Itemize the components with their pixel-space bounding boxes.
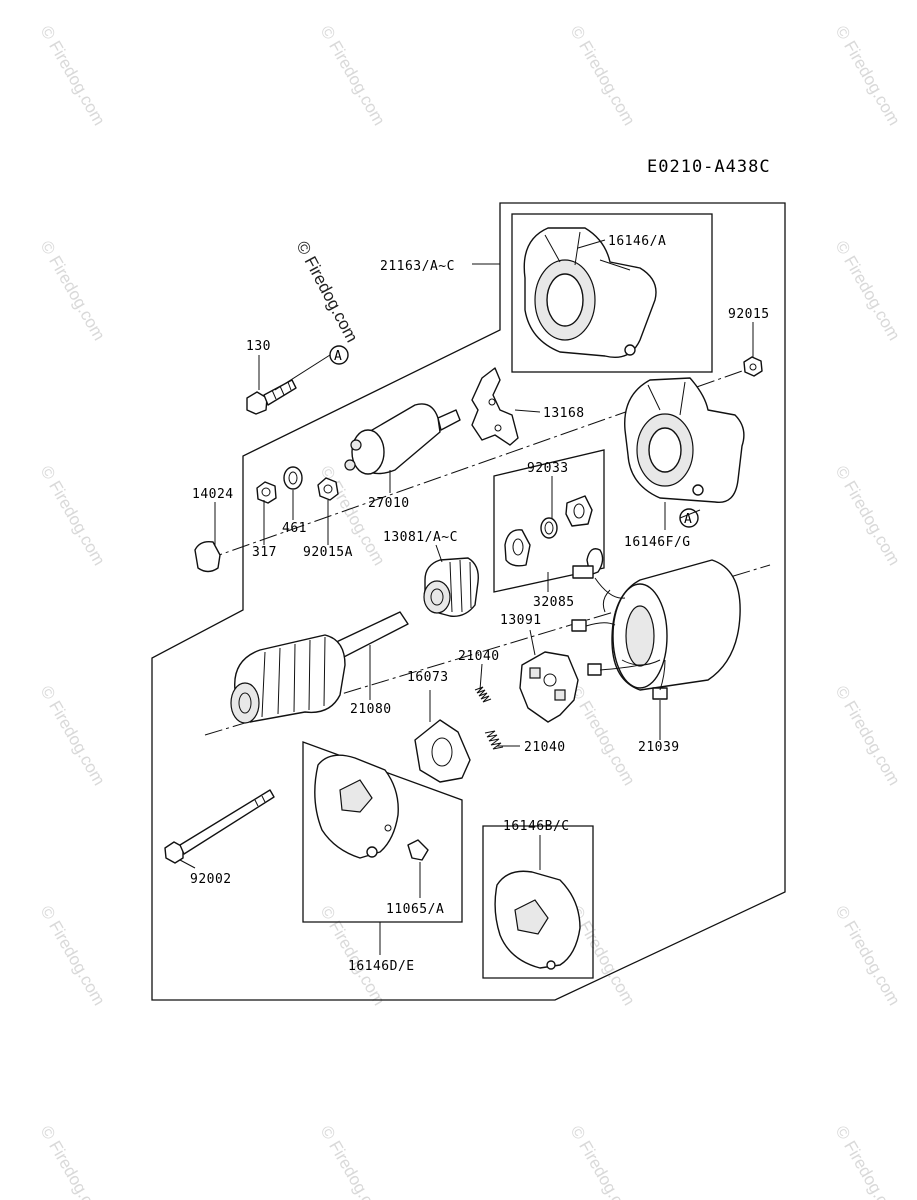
label-21039: 21039 (638, 740, 680, 755)
watermark-tile: © Firedog.com (37, 683, 109, 789)
label-461: 461 (282, 521, 307, 536)
bracket-drawing (314, 754, 399, 859)
part-labels: 21163/A~C 16146/A 92015 130 13168 14024 … (190, 234, 770, 974)
label-317: 317 (252, 545, 277, 560)
watermark-tile: © Firedog.com (832, 683, 904, 789)
watermark-main: © Firedog.com (292, 238, 361, 346)
label-16073: 16073 (407, 670, 449, 685)
inset-frame-gear-housing (511, 213, 713, 373)
watermark-tile: © Firedog.com (567, 1123, 639, 1200)
watermark-tile: © Firedog.com (317, 903, 389, 1009)
label-21163: 21163/A~C (380, 259, 455, 274)
label-13081: 13081/A~C (383, 530, 458, 545)
watermark-tile: © Firedog.com (832, 238, 904, 344)
end-cover-drawing (494, 870, 581, 970)
label-16146de: 16146D/E (348, 959, 415, 974)
diagram-code: E0210-A438C (647, 157, 771, 177)
spring-drawing (474, 686, 504, 750)
lever-drawing (471, 367, 519, 446)
watermark-tile: © Firedog.com (317, 1123, 389, 1200)
inset-frame-bearing-set (493, 449, 605, 593)
svg-text:A: A (334, 349, 342, 364)
bolt-drawing (246, 379, 297, 415)
label-92015: 92015 (728, 307, 770, 322)
watermark-tile: © Firedog.com (37, 903, 109, 1009)
label-130: 130 (246, 339, 271, 354)
armature-drawing (230, 611, 409, 724)
label-21040-top: 21040 (458, 649, 500, 664)
watermark-tile: © Firedog.com (832, 903, 904, 1009)
gear-housing-drawing (523, 227, 657, 358)
watermark-tiles: © Firedog.com © Firedog.com © Firedog.co… (37, 23, 904, 1200)
assembly-outline (151, 202, 786, 1001)
ref-mark-a: A (329, 345, 349, 365)
watermark-tile: © Firedog.com (832, 23, 904, 129)
watermark-tile: © Firedog.com (37, 463, 109, 569)
watermark-tile: © Firedog.com (37, 238, 109, 344)
svg-text:A: A (684, 512, 692, 527)
screw-drawing (407, 839, 429, 861)
label-13168: 13168 (543, 406, 585, 421)
bearing-set-drawing (504, 495, 593, 567)
nut-drawing (743, 356, 763, 377)
label-16146fg: 16146F/G (624, 535, 691, 550)
watermark-tile: © Firedog.com (567, 23, 639, 129)
watermark-tile: © Firedog.com (317, 23, 389, 129)
label-92002: 92002 (190, 872, 232, 887)
label-13091: 13091 (500, 613, 542, 628)
inset-frame-end-cover (482, 825, 594, 979)
watermark-tile: © Firedog.com (567, 683, 639, 789)
label-27010: 27010 (368, 496, 410, 511)
label-92033: 92033 (527, 461, 569, 476)
watermark-tile: © Firedog.com (832, 463, 904, 569)
yoke-drawing (571, 548, 741, 700)
label-92015a: 92015A (303, 545, 353, 560)
through-bolt-drawing (164, 789, 275, 864)
solenoid-drawing (344, 403, 461, 475)
plate-drawing (414, 719, 471, 783)
brush-holder-drawing (519, 651, 579, 723)
watermark-tile: © Firedog.com (37, 23, 109, 129)
housing-drawing (624, 377, 745, 504)
watermark-tile: © Firedog.com (832, 1123, 904, 1200)
label-11065: 11065/A (386, 902, 444, 917)
watermark-tile: © Firedog.com (37, 1123, 109, 1200)
small-parts-drawing (194, 466, 339, 573)
label-32085: 32085 (533, 595, 575, 610)
label-21080: 21080 (350, 702, 392, 717)
label-14024: 14024 (192, 487, 234, 502)
label-21040-bottom: 21040 (524, 740, 566, 755)
leader-lines (179, 239, 754, 955)
label-16146bc: 16146B/C (503, 819, 570, 834)
inset-frame-bracket (302, 741, 463, 923)
drive-gear-drawing (423, 557, 479, 617)
label-16146a: 16146/A (608, 234, 666, 249)
